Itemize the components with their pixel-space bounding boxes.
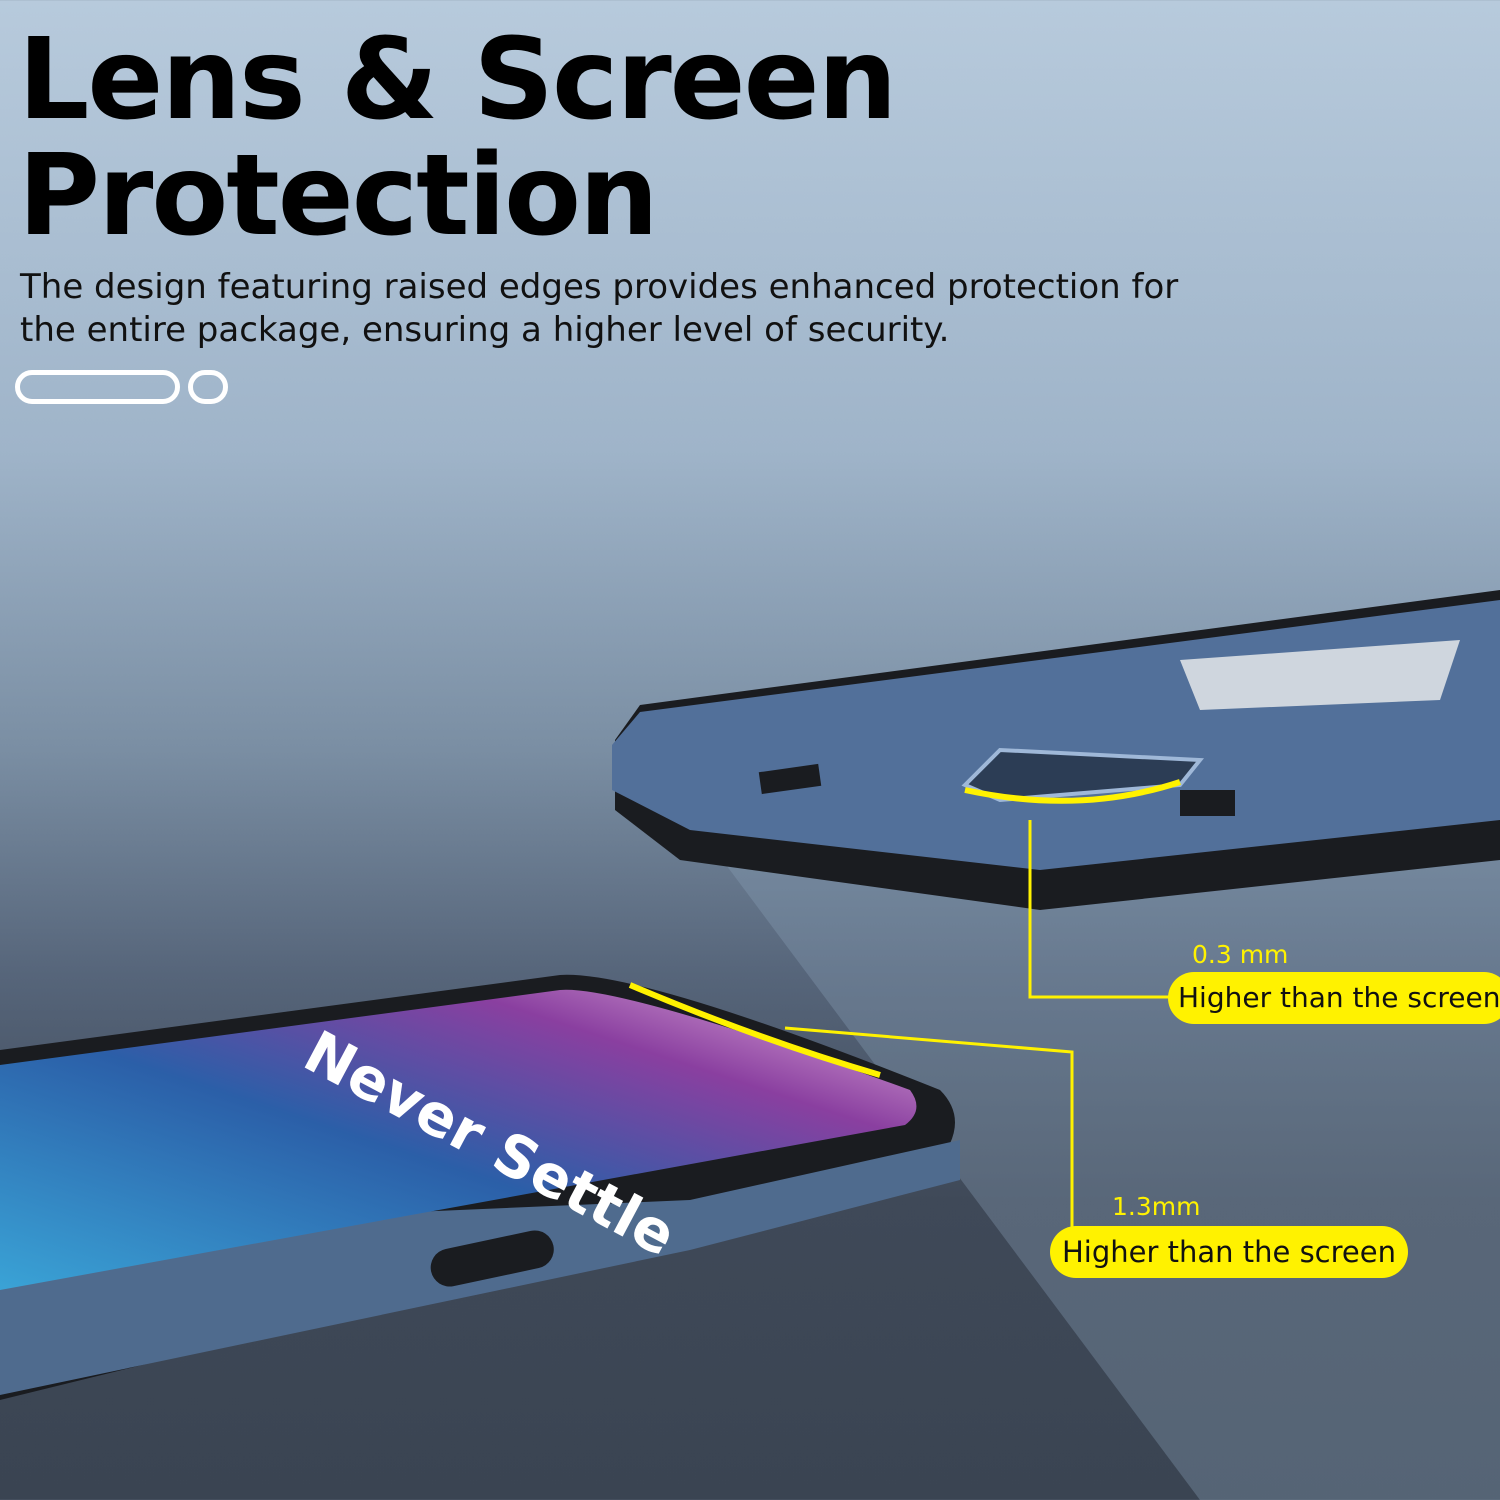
callout-line-screen bbox=[784, 1026, 1074, 1228]
phone-screen bbox=[0, 989, 917, 1290]
light-beam bbox=[700, 760, 1500, 1500]
screen-callout-label: Higher than the screen bbox=[1050, 1226, 1408, 1278]
lens-height-value: 0.3 mm bbox=[1192, 940, 1289, 969]
ring-holder bbox=[1180, 640, 1460, 710]
callout-line-lens bbox=[1028, 820, 1170, 999]
carousel-indicator-active[interactable] bbox=[15, 370, 180, 404]
phone-front: Never Settle bbox=[0, 974, 960, 1400]
headline: Lens & Screen Protection bbox=[18, 15, 897, 261]
description: The design featuring raised edges provid… bbox=[20, 267, 1179, 350]
screen-height-value: 1.3mm bbox=[1112, 1192, 1201, 1221]
phone-back-case bbox=[612, 590, 1500, 910]
carousel-indicator[interactable] bbox=[188, 370, 228, 404]
lens-callout-label: Higher than the screen bbox=[1168, 972, 1500, 1024]
